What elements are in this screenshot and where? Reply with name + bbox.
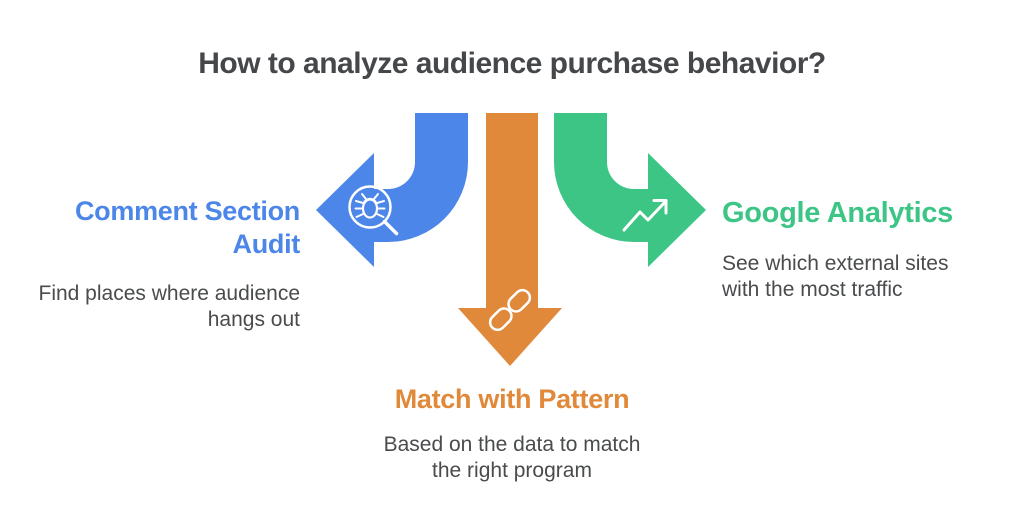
step-title: Match with Pattern	[337, 383, 687, 416]
page-title: How to analyze audience purchase behavio…	[198, 47, 826, 80]
down-arrow-head	[458, 308, 562, 366]
step-description: Find places where audience hangs out	[6, 281, 301, 333]
left-arrow-head	[316, 153, 374, 267]
bug-magnifier-icon	[348, 185, 399, 236]
trend-up-icon	[622, 199, 668, 232]
step-description-line: the right program	[432, 459, 592, 482]
step-description-line: Find places where audience	[38, 282, 301, 305]
step-title-line: Match with Pattern	[394, 384, 630, 414]
step-match-with-pattern: Match with Pattern Based on the data to …	[337, 383, 687, 484]
step-description-line: with the most traffic	[722, 278, 903, 301]
step-title: Comment Section Audit	[6, 195, 300, 261]
right-arrow-band	[554, 113, 648, 242]
step-description-line: See which external sites	[722, 252, 949, 275]
chain-link-icon	[488, 288, 532, 332]
step-title-line: Audit	[232, 229, 301, 259]
step-comment-section-audit: Comment Section Audit Find places where …	[6, 195, 301, 333]
step-description-line: Based on the data to match	[383, 433, 641, 456]
step-title: Google Analytics	[722, 196, 1022, 231]
left-arrow-band	[374, 113, 468, 242]
step-google-analytics: Google Analytics See which external site…	[722, 196, 1022, 303]
down-arrow	[458, 113, 562, 366]
right-arrow	[554, 113, 706, 267]
step-description: See which external sites with the most t…	[722, 251, 1022, 303]
step-description-line: hangs out	[207, 308, 300, 331]
right-arrow-head	[648, 153, 706, 267]
down-arrow-band	[486, 113, 538, 309]
step-title-line: Google Analytics	[722, 197, 954, 229]
left-arrow	[316, 113, 468, 267]
step-description: Based on the data to match the right pro…	[337, 432, 687, 484]
step-title-line: Comment Section	[74, 196, 300, 226]
